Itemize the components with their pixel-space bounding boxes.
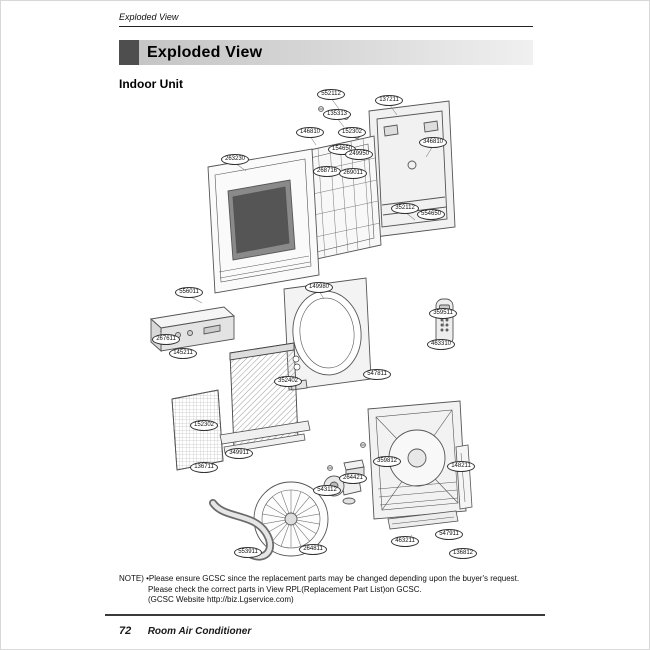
part-callout: 547911: [435, 528, 463, 540]
part-callout: 152302: [338, 126, 366, 138]
part-callout: 136711: [190, 461, 218, 473]
note: NOTE) •Please ensure GCSC since the repl…: [119, 574, 519, 606]
part-callout: 264811: [299, 543, 327, 555]
part-callout: 543112: [313, 484, 341, 496]
part-callout: 264421: [339, 472, 367, 484]
base-bar: [387, 510, 459, 530]
part-callout: 269011: [339, 167, 367, 179]
part-callout: 136812: [449, 547, 477, 559]
part-callout: 268716: [313, 165, 341, 177]
part-callout: 148211: [447, 460, 475, 472]
part-callout: 263230: [221, 153, 249, 165]
doc-title: Room Air Conditioner: [147, 626, 252, 637]
part-callout: 249950: [345, 148, 373, 160]
part-callout: 145211: [169, 347, 197, 359]
note-line-1: NOTE) •Please ensure GCSC since the repl…: [119, 574, 520, 583]
footer-rule: [105, 614, 545, 616]
drain-hose: [209, 499, 274, 561]
section-title-marker-icon: [119, 40, 139, 65]
header-rule: [119, 26, 533, 27]
section-title: Exploded View: [147, 43, 263, 61]
part-callout: 137211: [375, 94, 403, 106]
section-title-band: Exploded View: [119, 40, 533, 65]
part-callout: 349911: [225, 447, 253, 459]
installation-plate: [368, 100, 456, 238]
part-callout: 556011: [175, 286, 203, 298]
page-number: 72: [119, 625, 132, 637]
page-footer: 72 Room Air Conditioner: [119, 621, 251, 639]
rear-chassis: [367, 400, 467, 520]
part-callout: 352402: [274, 375, 302, 387]
note-line-2: Please check the correct parts in View R…: [148, 584, 422, 594]
part-callout: 463211: [391, 535, 419, 547]
part-callout: 346810: [419, 136, 447, 148]
part-callout: 554650: [417, 208, 445, 220]
part-callout: 152302: [190, 419, 218, 431]
part-callout: 552112: [317, 88, 345, 100]
part-callout: 135313: [323, 108, 351, 120]
front-panel: [207, 148, 320, 294]
evaporator: [229, 342, 301, 450]
part-callout: 146810: [296, 126, 324, 138]
part-callout: 553911: [234, 546, 262, 558]
part-callout: 547811: [363, 368, 391, 380]
control-box: [150, 306, 235, 353]
part-callout: 149980: [305, 281, 333, 293]
part-callout: 352112: [391, 202, 419, 214]
subsection-title: Indoor Unit: [119, 77, 183, 91]
part-callout: 463310: [427, 338, 455, 350]
running-header: Exploded View: [119, 12, 179, 22]
note-line-3: (GCSC Website http://biz.Lgservice.com): [148, 595, 294, 604]
part-callout: 267611: [152, 333, 180, 345]
part-callout: 359812: [373, 455, 401, 467]
part-callout: 359511: [429, 307, 457, 319]
